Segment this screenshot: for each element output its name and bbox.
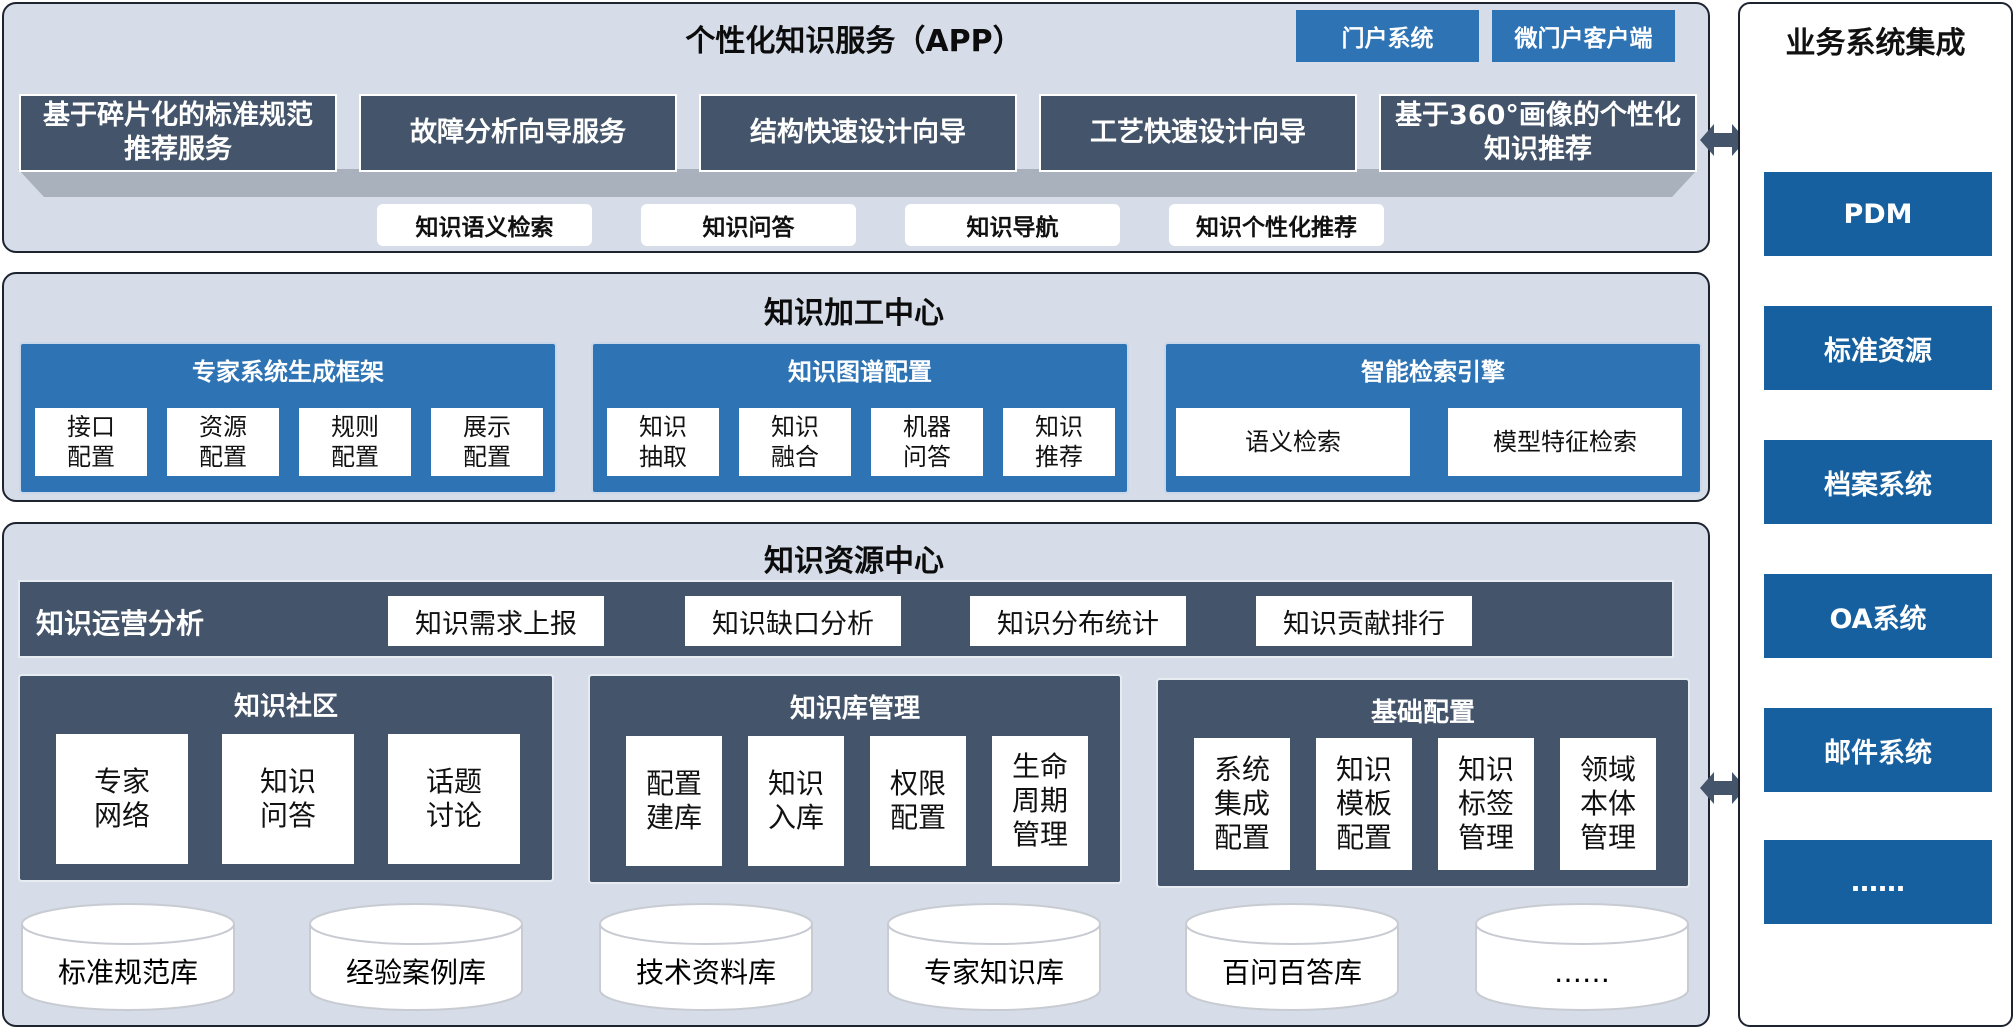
group-community: 知识社区 专家网络 知识问答 话题讨论 [18, 674, 554, 882]
item-extraction[interactable]: 知识抽取 [607, 408, 719, 476]
item-topic-discussion[interactable]: 话题讨论 [388, 734, 520, 864]
database-row: 标准规范库 经验案例库 技术资料库 专家知识库 百问百答库 …… [21, 903, 1689, 1011]
ops-demand-report[interactable]: 知识需求上报 [388, 596, 604, 646]
item-config-build[interactable]: 配置建库 [626, 736, 722, 866]
item-knowledge-import[interactable]: 知识入库 [748, 736, 844, 866]
function-navigation[interactable]: 知识导航 [905, 204, 1120, 246]
db-faq[interactable]: 百问百答库 [1185, 903, 1399, 1011]
resource-title: 知识资源中心 [764, 544, 944, 579]
portal-button-1[interactable]: 门户系统 [1296, 10, 1479, 62]
item-ontology-management[interactable]: 领域本体管理 [1560, 738, 1656, 870]
group-search-engine: 智能检索引擎 语义检索 模型特征检索 [1164, 342, 1702, 494]
ops-distribution-stats[interactable]: 知识分布统计 [970, 596, 1186, 646]
item-lifecycle-management[interactable]: 生命周期管理 [992, 736, 1088, 866]
ops-gap-analysis[interactable]: 知识缺口分析 [685, 596, 901, 646]
group-knowledge-graph: 知识图谱配置 知识抽取 知识融合 机器问答 知识推荐 [591, 342, 1129, 494]
item-permission-config[interactable]: 权限配置 [870, 736, 966, 866]
group-title: 知识库管理 [789, 694, 920, 724]
db-label: 标准规范库 [58, 956, 198, 989]
item-rule-config[interactable]: 规则配置 [299, 408, 411, 476]
portal-button-2[interactable]: 微门户客户端 [1492, 10, 1675, 62]
system-mail[interactable]: 邮件系统 [1764, 708, 1992, 792]
db-experience-case[interactable]: 经验案例库 [309, 903, 523, 1011]
app-title: 个性化知识服务（APP） [685, 24, 1023, 59]
service-process-design[interactable]: 工艺快速设计向导 [1039, 94, 1357, 172]
service-fragment-standard[interactable]: 基于碎片化的标准规范推荐服务 [19, 94, 337, 172]
integration-title: 业务系统集成 [1785, 26, 1966, 61]
group-basic-config: 基础配置 系统集成配置 知识模板配置 知识标签管理 领域本体管理 [1156, 678, 1690, 888]
system-standard-resource[interactable]: 标准资源 [1764, 306, 1992, 390]
ops-contribution-rank[interactable]: 知识贡献排行 [1256, 596, 1472, 646]
group-title: 专家系统生成框架 [192, 358, 384, 386]
system-archive[interactable]: 档案系统 [1764, 440, 1992, 524]
system-pdm[interactable]: PDM [1764, 172, 1992, 256]
item-system-integration[interactable]: 系统集成配置 [1194, 738, 1290, 870]
function-semantic-search[interactable]: 知识语义检索 [377, 204, 592, 246]
group-expert-framework: 专家系统生成框架 接口配置 资源配置 规则配置 展示配置 [19, 342, 557, 494]
group-title: 智能检索引擎 [1361, 358, 1505, 386]
function-personal-recommend[interactable]: 知识个性化推荐 [1169, 204, 1384, 246]
processing-title: 知识加工中心 [764, 296, 944, 331]
item-recommend[interactable]: 知识推荐 [1003, 408, 1115, 476]
service-fault-analysis[interactable]: 故障分析向导服务 [359, 94, 677, 172]
ops-title: 知识运营分析 [36, 607, 205, 640]
item-fusion[interactable]: 知识融合 [739, 408, 851, 476]
db-more[interactable]: …… [1475, 903, 1689, 1011]
integration-panel: 业务系统集成 PDM 标准资源 档案系统 OA系统 邮件系统 …… [1738, 2, 2013, 1027]
item-display-config[interactable]: 展示配置 [431, 408, 543, 476]
service-shelf [18, 169, 1698, 197]
db-standard-spec[interactable]: 标准规范库 [21, 903, 235, 1011]
db-technical-docs[interactable]: 技术资料库 [599, 903, 813, 1011]
item-expert-network[interactable]: 专家网络 [56, 734, 188, 864]
db-label: 经验案例库 [346, 956, 486, 989]
item-tag-management[interactable]: 知识标签管理 [1438, 738, 1534, 870]
item-model-feature-search[interactable]: 模型特征检索 [1448, 408, 1682, 476]
group-title: 知识图谱配置 [788, 358, 932, 386]
item-knowledge-template[interactable]: 知识模板配置 [1316, 738, 1412, 870]
function-qa[interactable]: 知识问答 [641, 204, 856, 246]
item-interface-config[interactable]: 接口配置 [35, 408, 147, 476]
resource-panel: 知识资源中心 知识运营分析 知识需求上报 知识缺口分析 知识分布统计 知识贡献排… [2, 522, 1710, 1027]
item-community-qa[interactable]: 知识问答 [222, 734, 354, 864]
item-resource-config[interactable]: 资源配置 [167, 408, 279, 476]
db-label: 专家知识库 [924, 956, 1064, 989]
system-more[interactable]: …… [1764, 840, 1992, 924]
ops-analysis-bar: 知识运营分析 知识需求上报 知识缺口分析 知识分布统计 知识贡献排行 [18, 580, 1674, 658]
double-arrow-icon [1700, 772, 1746, 804]
item-machine-qa[interactable]: 机器问答 [871, 408, 983, 476]
processing-panel: 知识加工中心 专家系统生成框架 接口配置 资源配置 规则配置 展示配置 知识图谱… [2, 272, 1710, 502]
system-oa[interactable]: OA系统 [1764, 574, 1992, 658]
service-360-recommend[interactable]: 基于360°画像的个性化知识推荐 [1379, 94, 1697, 172]
db-expert-knowledge[interactable]: 专家知识库 [887, 903, 1101, 1011]
group-title: 知识社区 [233, 692, 338, 722]
db-label: 百问百答库 [1222, 956, 1362, 989]
db-label: 技术资料库 [636, 956, 776, 989]
db-label: …… [1554, 956, 1610, 989]
double-arrow-icon [1700, 124, 1746, 156]
group-title: 基础配置 [1370, 698, 1475, 728]
service-structure-design[interactable]: 结构快速设计向导 [699, 94, 1017, 172]
app-panel: 个性化知识服务（APP） 门户系统 微门户客户端 基于碎片化的标准规范推荐服务 … [2, 2, 1710, 253]
item-semantic-search[interactable]: 语义检索 [1176, 408, 1410, 476]
group-kb-management: 知识库管理 配置建库 知识入库 权限配置 生命周期管理 [588, 674, 1122, 884]
